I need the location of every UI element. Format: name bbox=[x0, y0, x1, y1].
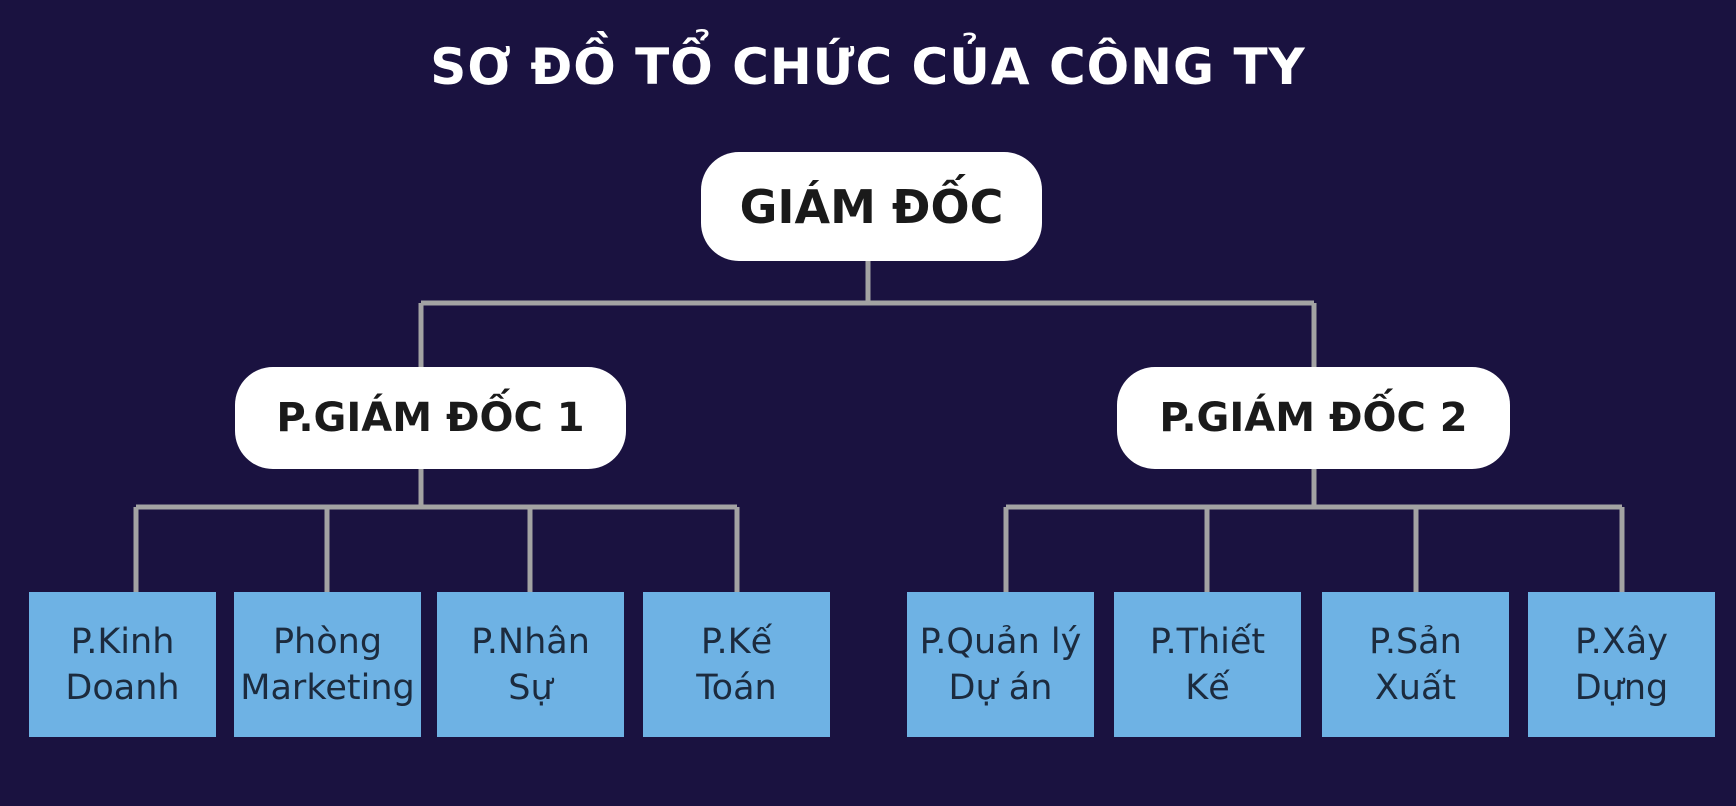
department-label-line1: P.Thiết bbox=[1149, 621, 1266, 662]
department-project-management: P.Quản lý Dự án bbox=[907, 592, 1094, 737]
department-marketing: Phòng Marketing bbox=[234, 592, 421, 737]
department-label-line2: Xuất bbox=[1374, 667, 1457, 708]
department-label-line2: Toán bbox=[696, 667, 777, 708]
department-hr: P.Nhân Sự bbox=[437, 592, 624, 737]
deputy-director-2-node: P.GIÁM ĐỐC 2 bbox=[1117, 367, 1510, 469]
department-label-line1: P.Kinh bbox=[70, 621, 175, 662]
chart-title: SƠ ĐỒ TỔ CHỨC CỦA CÔNG TY bbox=[430, 38, 1306, 96]
department-sales: P.Kinh Doanh bbox=[29, 592, 216, 737]
department-label-line2: Sự bbox=[508, 667, 553, 708]
department-label-line2: Marketing bbox=[240, 667, 415, 708]
deputy-director-1-node: P.GIÁM ĐỐC 1 bbox=[235, 367, 626, 469]
department-label-line2: Dự án bbox=[948, 667, 1053, 708]
department-accounting: P.Kế Toán bbox=[643, 592, 830, 737]
department-design: P.Thiết Kế bbox=[1114, 592, 1301, 737]
department-construction: P.Xây Dựng bbox=[1528, 592, 1715, 737]
director-node: GIÁM ĐỐC bbox=[701, 152, 1042, 261]
department-label-line2: Doanh bbox=[65, 667, 180, 708]
department-label-line1: P.Quản lý bbox=[919, 621, 1082, 662]
department-label-line1: P.Nhân bbox=[471, 621, 590, 662]
department-label-line1: Phòng bbox=[272, 621, 383, 662]
department-label-line2: Kế bbox=[1185, 667, 1230, 708]
department-label-line1: P.Sản bbox=[1369, 621, 1462, 662]
department-label-line1: P.Xây bbox=[1575, 621, 1668, 662]
department-label-line1: P.Kế bbox=[700, 621, 773, 662]
department-label-line2: Dựng bbox=[1574, 667, 1669, 708]
department-production: P.Sản Xuất bbox=[1322, 592, 1509, 737]
